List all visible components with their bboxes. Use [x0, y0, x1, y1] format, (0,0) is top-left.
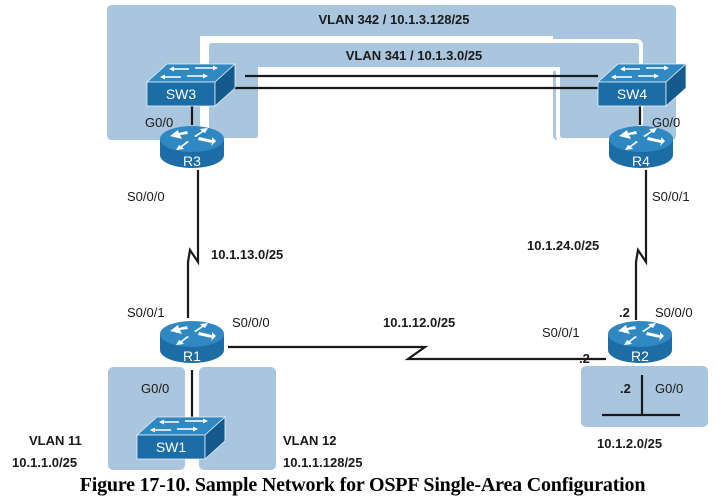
r1-s000-label: S0/0/0	[232, 315, 270, 330]
vlan-11-net: 10.1.1.0/25	[12, 455, 77, 470]
r2-g00-host-id: .2	[620, 381, 631, 396]
r2-label: R2	[631, 348, 649, 364]
r2-s001-label: S0/0/1	[542, 325, 580, 340]
subnet-r2-r4-label: 10.1.24.0/25	[527, 238, 599, 253]
sw1-label: SW1	[156, 439, 187, 455]
r2-s001-host-id: .2	[579, 351, 590, 366]
r2-s000-host-id: .2	[619, 305, 630, 320]
r1-s001-label: S0/0/1	[127, 305, 165, 320]
router-r1[interactable]: R1	[160, 321, 224, 364]
r1-label: R1	[183, 348, 201, 364]
subnet-r1-r2-label: 10.1.12.0/25	[383, 315, 455, 330]
sw4-g00-label: G0/0	[652, 115, 680, 130]
figure-caption: Figure 17-10. Sample Network for OSPF Si…	[79, 474, 646, 496]
sw3-label: SW3	[166, 86, 197, 102]
subnet-r1-r3-label: 10.1.13.0/25	[211, 247, 283, 262]
vlan-12-name: VLAN 12	[283, 433, 336, 448]
vlan-341-label: VLAN 341 / 10.1.3.0/25	[346, 48, 483, 63]
r2-g00-label: G0/0	[655, 381, 683, 396]
r3-label: R3	[183, 153, 201, 169]
link-r1-r2-serial	[228, 345, 606, 361]
r3-s000-label: S0/0/0	[127, 189, 165, 204]
subnet-r2-lan-label: 10.1.2.0/25	[597, 436, 662, 451]
r4-label: R4	[632, 153, 650, 169]
switch-sw4[interactable]: SW4	[597, 63, 687, 107]
sw3-g00-label: G0/0	[145, 115, 173, 130]
r1-g00-label: G0/0	[141, 381, 169, 396]
r4-s001-label: S0/0/1	[652, 189, 690, 204]
router-r4[interactable]: R4	[609, 126, 673, 169]
vlan-342-label: VLAN 342 / 10.1.3.128/25	[318, 12, 469, 27]
sw4-label: SW4	[617, 86, 648, 102]
r2-s000-label: S0/0/0	[655, 305, 693, 320]
router-r3[interactable]: R3	[160, 126, 224, 169]
router-r2[interactable]: R2	[608, 321, 672, 364]
vlan-11-name: VLAN 11	[29, 433, 82, 448]
r2-lan-area	[581, 366, 708, 427]
switch-sw3[interactable]: SW3	[146, 63, 236, 107]
link-r3-r1-serial	[186, 170, 200, 318]
switch-sw1[interactable]: SW1	[136, 416, 226, 460]
vlan-12-net: 10.1.1.128/25	[283, 455, 363, 470]
link-r4-r2-serial	[634, 170, 648, 320]
